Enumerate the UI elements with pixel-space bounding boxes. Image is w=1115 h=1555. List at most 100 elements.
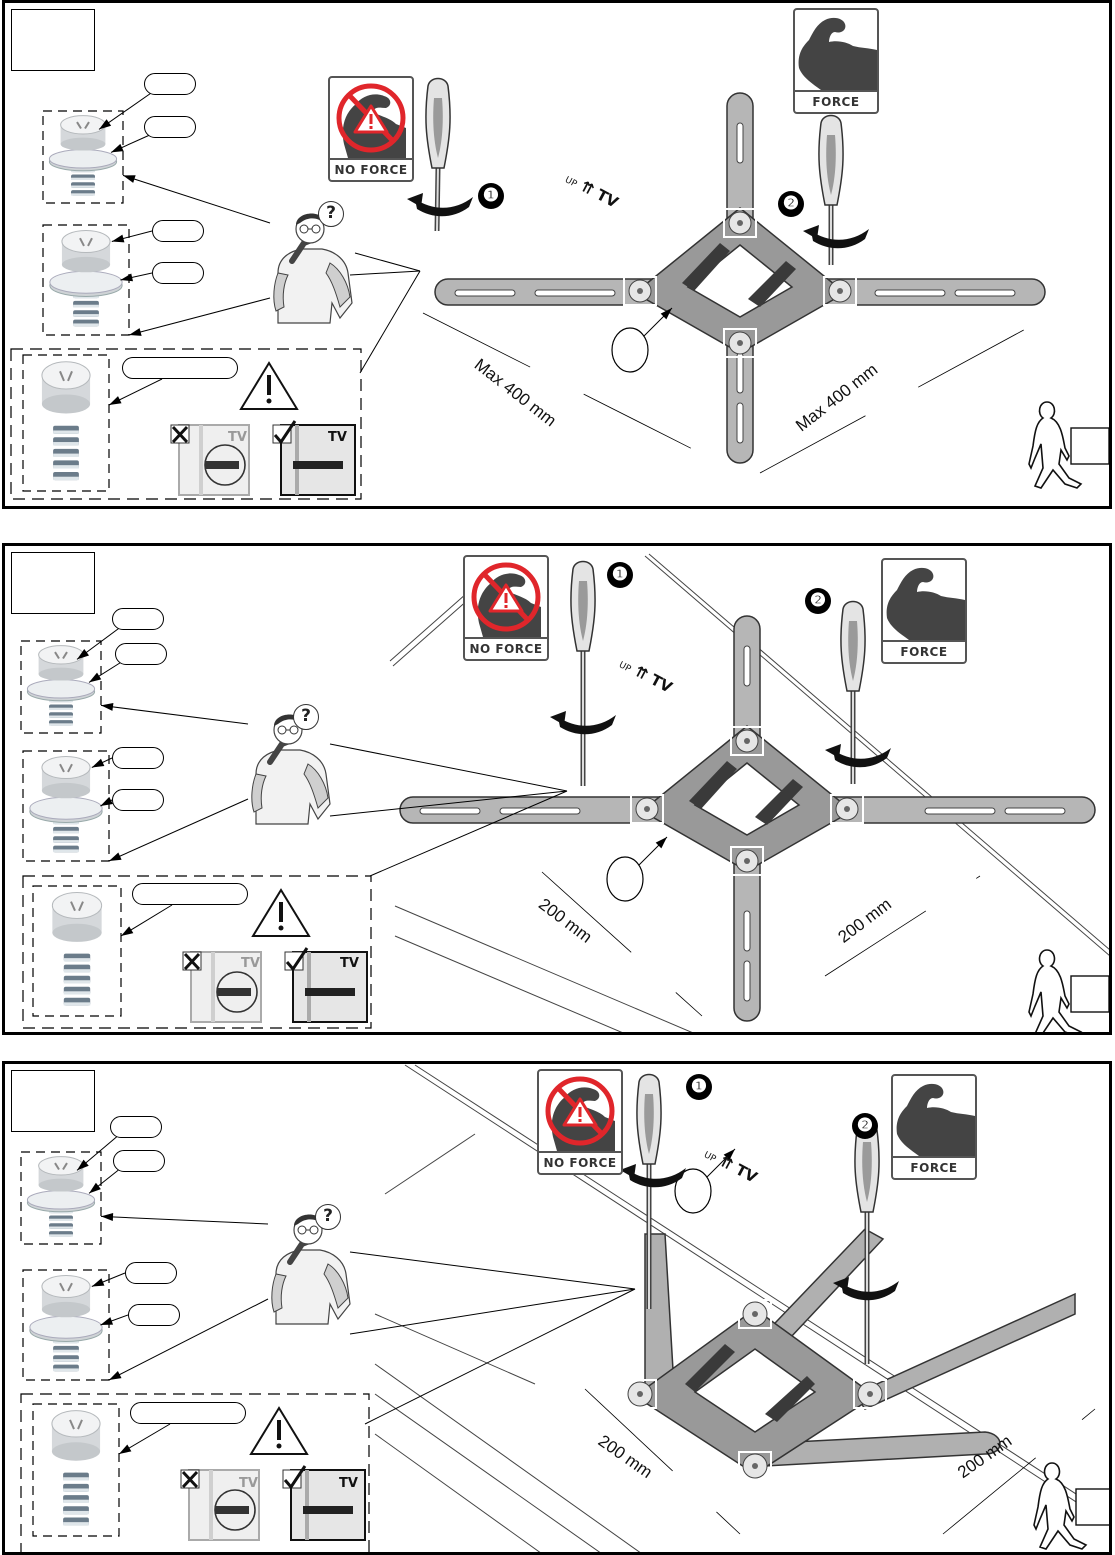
panel-illustration xyxy=(10,77,1109,500)
question-bubble: ? xyxy=(315,1204,341,1230)
mount-bracket xyxy=(623,1228,1076,1481)
instruction-panel-3: ? NO FORCE FORCE ❶ xyxy=(2,1061,1112,1555)
arm-slot xyxy=(874,289,946,297)
carry-box xyxy=(1070,975,1109,1013)
no-force-label: NO FORCE xyxy=(539,1151,621,1173)
screw-callout-head-large xyxy=(125,1262,177,1284)
rotate-arrow-icon xyxy=(825,744,891,768)
person-leader xyxy=(122,174,271,224)
person-bracket-leader xyxy=(369,790,568,877)
person-leader xyxy=(100,1215,269,1225)
person-leader xyxy=(108,1298,269,1381)
force-label: FORCE xyxy=(893,1156,975,1178)
screw-head xyxy=(60,115,106,135)
arm-slot xyxy=(743,960,751,1002)
person-bracket-leader xyxy=(349,270,421,276)
wrong-example-tv-label: TV xyxy=(241,956,260,971)
question-bubble: ? xyxy=(293,704,319,730)
screw-head xyxy=(41,1275,91,1298)
order-badge-1: ❶ xyxy=(478,183,504,209)
screwdriver-icon xyxy=(818,114,844,265)
carry-box xyxy=(1070,427,1109,465)
step-number-box xyxy=(11,9,95,71)
screw-callout-washer-large xyxy=(128,1304,180,1326)
no-force-label: NO FORCE xyxy=(465,637,547,659)
part-callout xyxy=(611,327,649,373)
hook-left xyxy=(685,1344,735,1392)
arrowhead-icon xyxy=(101,702,114,711)
person-bracket-leader xyxy=(329,743,568,792)
instruction-panel-1: ? NO FORCE FORCE ❶ xyxy=(2,0,1112,509)
arrowhead-icon xyxy=(119,1444,132,1454)
rotate-arrow-icon xyxy=(803,225,869,249)
step-number-box xyxy=(11,1070,95,1132)
screw-frame xyxy=(22,750,110,862)
arrowhead-icon xyxy=(77,1159,89,1171)
arrowhead-icon xyxy=(91,758,105,768)
prohibited-muscle-icon xyxy=(539,1071,621,1151)
bolt-screw-image xyxy=(32,885,122,1017)
screw-callout-head-large xyxy=(112,747,164,769)
check-mark-icon xyxy=(273,420,297,445)
rotate-arrow-icon xyxy=(550,711,616,735)
arrowhead-icon xyxy=(723,1149,735,1161)
arm-slot xyxy=(954,289,1016,297)
right-arm xyxy=(853,1292,1076,1410)
dimension-line xyxy=(759,312,1056,474)
arrowhead-icon xyxy=(89,672,102,683)
hook-left xyxy=(689,761,737,809)
arm-slot xyxy=(743,910,751,952)
person-bracket-leader xyxy=(349,1251,636,1290)
screw-frame xyxy=(22,1269,110,1381)
screw-head xyxy=(38,645,84,665)
correct-mounting-example xyxy=(284,947,368,1023)
arm-slot xyxy=(743,645,751,687)
cross-mark-icon xyxy=(171,425,189,444)
dimension-line xyxy=(422,312,741,474)
screw-warning-panel xyxy=(22,875,372,1029)
dimension-line xyxy=(942,1408,1096,1535)
order-badge-2: ❷ xyxy=(852,1113,878,1139)
right-example-tv-label: TV xyxy=(328,430,347,445)
walking-person-carry-icon xyxy=(1033,1462,1109,1550)
order-badge-1: ❶ xyxy=(686,1074,712,1100)
person-bracket-leader xyxy=(354,252,421,272)
mount-bracket xyxy=(399,615,1096,1022)
arrowhead-icon xyxy=(101,1212,114,1221)
walking-person-carry-icon xyxy=(1028,401,1109,489)
muscle-arm-icon xyxy=(893,1076,975,1156)
screw-callout-head xyxy=(110,1116,162,1138)
screw-callout-head xyxy=(144,73,196,95)
dimension-line xyxy=(541,871,703,1017)
check-mark-icon xyxy=(285,947,309,972)
panel-illustration xyxy=(20,553,1109,1032)
screw-washer-large-image xyxy=(22,1269,110,1381)
cross-mark-icon xyxy=(181,1470,199,1489)
screw-head xyxy=(51,1410,101,1438)
screw-frame xyxy=(32,1403,120,1537)
right-example-tv-label: TV xyxy=(340,956,359,971)
screw-head xyxy=(38,1156,84,1176)
dimension-line xyxy=(824,875,981,977)
no-force-sign: NO FORCE xyxy=(463,555,549,661)
screwdriver-icon xyxy=(570,560,596,786)
rotate-arrow-icon xyxy=(620,1164,686,1188)
screw-callout-washer xyxy=(113,1150,165,1172)
wrong-mounting-example xyxy=(182,951,262,1023)
walking-person-carry-icon xyxy=(1028,949,1109,1032)
question-bubble: ? xyxy=(318,201,344,227)
screw-callout-bolt xyxy=(132,883,248,905)
arm-slot xyxy=(736,122,744,164)
lower-arm xyxy=(753,1431,1001,1467)
correct-mounting-example xyxy=(272,420,356,496)
arrowhead-icon xyxy=(89,1182,101,1194)
screw-frame xyxy=(20,640,102,734)
cross-mark-icon xyxy=(183,952,201,971)
order-badge-2: ❷ xyxy=(805,588,831,614)
wrong-mounting-example xyxy=(170,424,250,496)
screwdriver-icon xyxy=(636,1073,662,1309)
arm-slot xyxy=(1004,807,1066,815)
arm-slot xyxy=(736,352,744,394)
force-label: FORCE xyxy=(795,90,877,112)
screw-callout-washer xyxy=(144,116,196,138)
